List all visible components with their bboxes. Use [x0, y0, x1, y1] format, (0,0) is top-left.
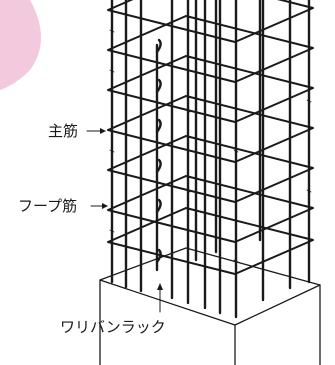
- spacer-rod: [155, 38, 162, 272]
- concrete-base: [99, 247, 321, 365]
- main-bars: [110, 0, 311, 319]
- hoop-bars: [107, 0, 314, 275]
- arrowheads: [100, 128, 163, 290]
- main-bar-label: 主筋: [48, 122, 79, 140]
- hoop-bar-label: フープ筋: [18, 197, 78, 215]
- bar-ribs: [109, 29, 312, 263]
- spacer-label: ワリバンラック: [60, 318, 166, 336]
